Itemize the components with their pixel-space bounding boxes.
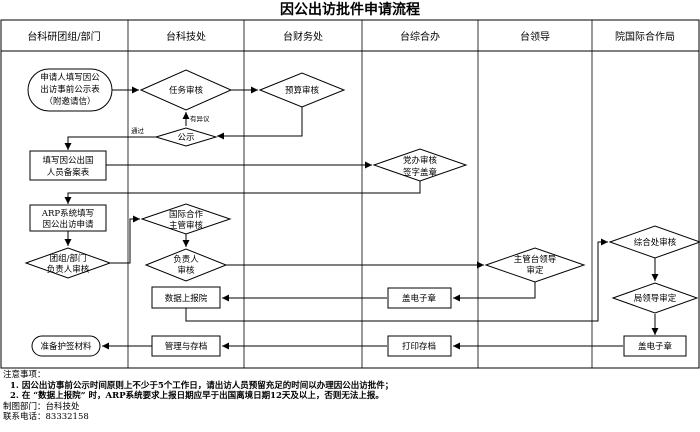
label-objection: 有异议	[190, 114, 210, 123]
notes-item-2: 2. 在 “数据上报院” 时，ARP系统要求上报日期应早于出国离境日期12天及以…	[10, 391, 384, 402]
lane-header-research-group: 台科研团组/部门	[27, 30, 100, 43]
task-review-decision	[139, 69, 233, 111]
leader-review-line: 主管台领导	[514, 254, 557, 265]
manage-store-label: 管理与存档	[165, 341, 208, 352]
task-review-label: 任务审核	[169, 85, 204, 96]
bureau-review-label: 局领导审定	[634, 293, 677, 304]
arp-fill-line: 因公出访申请	[42, 219, 94, 230]
group-head-review-decision	[24, 247, 112, 279]
connector	[64, 181, 421, 204]
bureau-approval-decision	[611, 282, 699, 314]
start-application-terminal	[27, 68, 113, 112]
leader-review-line: 审定	[526, 265, 544, 276]
electronic-stamp-box-2	[623, 335, 687, 357]
group-head-line: 负责人审核	[47, 264, 90, 275]
fill-record-line: 填写因公出国	[42, 155, 93, 166]
intl-coop-line: 国际合作	[169, 209, 204, 220]
passport-visa-label: 准备护签材料	[40, 341, 92, 352]
data-report-label: 数据上报院	[165, 293, 208, 304]
print-archive-box	[387, 335, 452, 357]
arp-fill-application-box	[29, 204, 107, 232]
notes-item-1: 1. 因公出访事前公示时间原则上不少于5个工作日，请出访人员预留充足的时间以办理…	[10, 380, 394, 391]
party-review-line: 党办审核	[403, 155, 438, 166]
group-head-line: 团组/部门	[50, 253, 87, 264]
intl-coop-review-decision	[140, 203, 232, 235]
data-report-box	[151, 286, 221, 309]
party-office-review-decision	[372, 148, 468, 182]
connector	[217, 107, 303, 140]
start-line: 申请人填写因公	[40, 72, 100, 83]
start-line: 出访事前公示表	[40, 84, 100, 95]
intl-coop-line: 主管审核	[169, 220, 204, 231]
fill-record-line: 人员备案表	[47, 167, 90, 178]
connector	[64, 136, 156, 150]
lane-header-intl-bureau: 院国际合作局	[615, 30, 675, 43]
stamp-1-label: 盖电子章	[402, 293, 437, 304]
notes-section: 注意事项： 1. 因公出访事前公示时间原则上不少于5个工作日，请出访人员预留充足…	[3, 370, 697, 423]
page-title: 因公出访批件申请流程	[280, 1, 420, 18]
publicize-label: 公示	[177, 133, 194, 143]
electronic-stamp-box-1	[387, 287, 452, 309]
start-line: （附邀请信）	[44, 96, 95, 107]
intl-office-review-label: 综合处审核	[634, 237, 677, 248]
leader-approval-decision	[484, 247, 586, 283]
connector	[453, 282, 536, 302]
budget-review-label: 预算审核	[285, 85, 320, 96]
notes-department: 制图部门：台科技处	[3, 401, 80, 412]
person-in-charge-line: 负责人	[173, 254, 199, 265]
notes-heading: 注意事项：	[3, 370, 46, 380]
lane-header-general-office: 台综合办	[400, 30, 440, 43]
lane-header-leadership: 台领导	[520, 30, 550, 43]
notes-phone: 联系电话：83332158	[3, 412, 89, 423]
prepare-passport-visa-terminal	[31, 335, 101, 357]
label-pass: 通过	[131, 126, 145, 135]
publicize-decision	[154, 127, 218, 147]
person-in-charge-line: 审核	[177, 265, 195, 276]
arp-fill-line: ARP系统填写	[41, 208, 94, 219]
diagram-frame	[0, 19, 700, 369]
lane-header-finance-office: 台财务处	[283, 30, 323, 43]
fill-record-form-box	[29, 150, 107, 181]
person-in-charge-review-decision	[144, 248, 228, 282]
lane-header-science-office: 台科技处	[166, 30, 206, 43]
connector	[110, 215, 140, 264]
print-archive-label: 打印存档	[402, 341, 436, 352]
connector	[185, 238, 608, 322]
budget-review-decision	[258, 72, 346, 108]
intl-office-review-decision	[608, 225, 700, 259]
manage-store-box	[151, 335, 221, 357]
party-review-line: 签字盖章	[403, 167, 438, 178]
stamp-2-label: 盖电子章	[638, 341, 673, 352]
